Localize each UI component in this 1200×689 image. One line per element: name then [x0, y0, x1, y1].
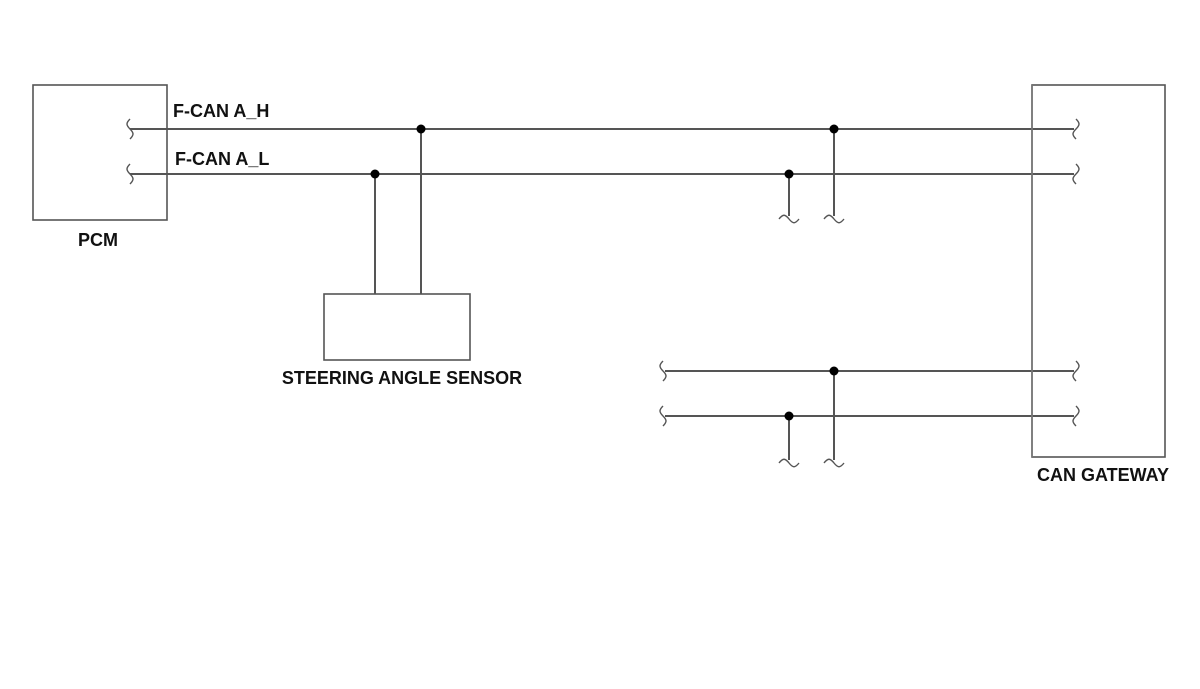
- junction-nodes: [370, 124, 839, 421]
- pcm-label: PCM: [78, 230, 118, 250]
- break-icon: [659, 405, 667, 427]
- break-icon: [126, 118, 134, 140]
- break-icon: [126, 163, 134, 185]
- wire-break-icons: [126, 118, 1080, 427]
- gateway-box: [1031, 84, 1166, 458]
- break-icon: [1072, 118, 1080, 140]
- gateway-label: CAN GATEWAY: [1037, 465, 1169, 485]
- break-icon: [823, 458, 845, 468]
- junction-node: [784, 169, 794, 179]
- break-icon: [659, 360, 667, 382]
- pcm-module: [32, 84, 168, 221]
- junction-node: [416, 124, 426, 134]
- break-icon: [778, 458, 800, 468]
- break-icon: [778, 214, 800, 224]
- fcan-low-label: F-CAN A_L: [175, 149, 269, 169]
- sensor-box: [323, 293, 471, 361]
- break-icon: [1072, 360, 1080, 382]
- sensor-label: STEERING ANGLE SENSOR: [282, 368, 522, 388]
- steering-angle-sensor-module: [323, 293, 471, 361]
- junction-node: [829, 124, 839, 134]
- junction-node: [370, 169, 380, 179]
- fcan-high-label: F-CAN A_H: [173, 101, 269, 121]
- stub-break-icons: [778, 214, 845, 468]
- pcm-box: [32, 84, 168, 221]
- break-icon: [1072, 163, 1080, 185]
- break-icon: [1072, 405, 1080, 427]
- can-gateway-module: [1031, 84, 1166, 458]
- junction-node: [784, 411, 794, 421]
- break-icon: [823, 214, 845, 224]
- junction-node: [829, 366, 839, 376]
